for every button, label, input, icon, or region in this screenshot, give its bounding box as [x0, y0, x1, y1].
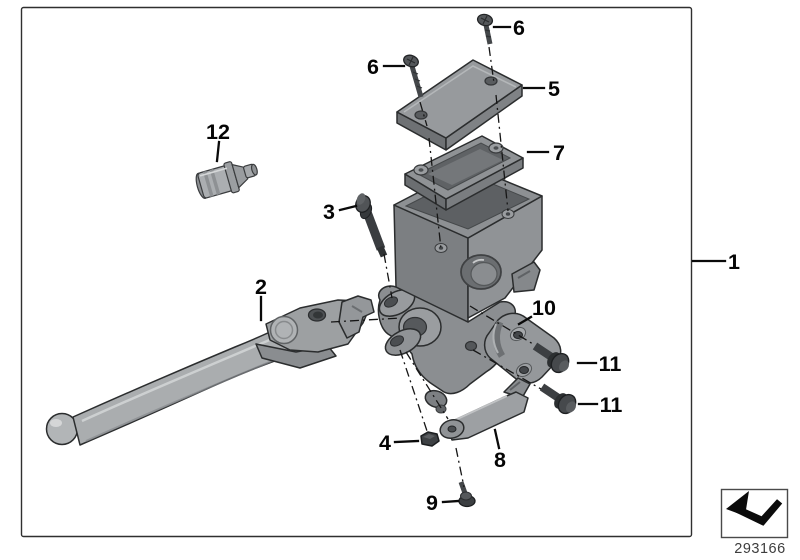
callout-6-left[interactable]: 6 — [367, 55, 379, 79]
callout-4[interactable]: 4 — [379, 431, 391, 455]
callout-7[interactable]: 7 — [553, 141, 565, 165]
brand-logo-box — [720, 488, 789, 539]
callout-11-lower[interactable]: 11 — [600, 393, 623, 417]
leader-lines — [215, 25, 727, 504]
part-clamp-bolt-11-upper — [532, 342, 570, 374]
zigzag-arrow-logo-icon — [726, 491, 783, 526]
part-cap-screw-6-left — [403, 54, 424, 98]
part-pivot-bolt-3 — [355, 193, 388, 258]
part-cap-screw-6-top — [476, 13, 494, 45]
callout-6-top[interactable]: 6 — [513, 16, 525, 40]
part-sensor-12 — [195, 161, 258, 199]
callout-10[interactable]: 10 — [532, 296, 556, 320]
part-handlebar-clamp-10 — [483, 312, 562, 384]
assembly-axis-lines — [330, 46, 542, 488]
callout-9[interactable]: 9 — [426, 491, 438, 515]
drawing-frame — [20, 6, 693, 538]
part-clamp-bolt-11-lower — [539, 383, 577, 415]
callout-1[interactable]: 1 — [728, 250, 740, 274]
drawing-number: 293166 — [734, 541, 785, 557]
part-lever-2 — [45, 295, 375, 446]
callout-8[interactable]: 8 — [494, 448, 506, 472]
callout-3[interactable]: 3 — [323, 200, 335, 224]
callout-5[interactable]: 5 — [548, 77, 560, 101]
callout-2[interactable]: 2 — [255, 275, 267, 299]
callout-11-upper[interactable]: 11 — [599, 352, 622, 376]
part-switch-8 — [439, 377, 531, 441]
part-master-cylinder-body — [377, 165, 543, 414]
lever-adjuster-dial — [269, 315, 299, 345]
callout-12[interactable]: 12 — [206, 120, 230, 144]
part-nut-4 — [420, 431, 440, 447]
